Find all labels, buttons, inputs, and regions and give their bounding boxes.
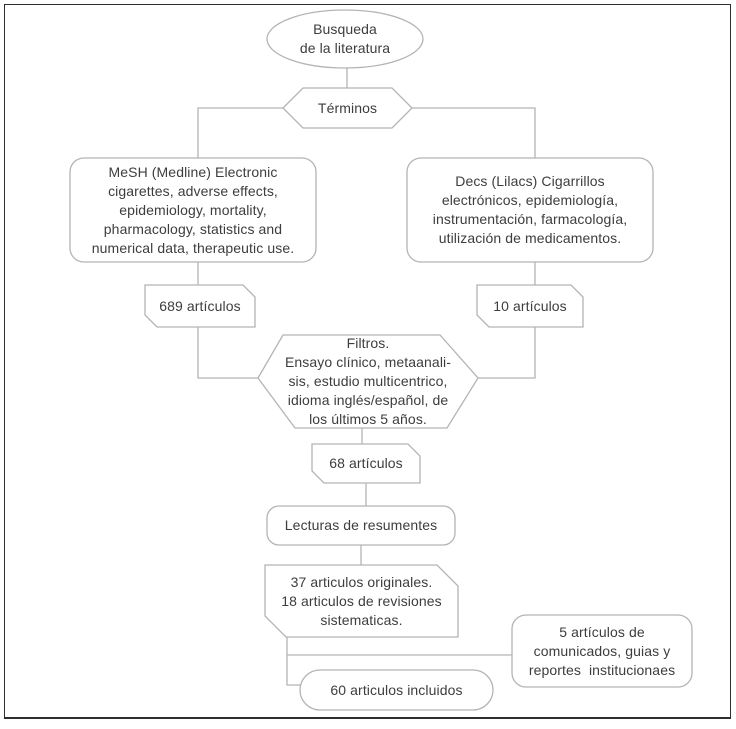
terms-node-label: Términos [317,99,378,116]
abstract-reading-label: Lecturas de resumentes [284,517,438,533]
connector-lines [197,68,536,686]
connector-terms-to-decs [412,107,536,162]
connector-terms-to-mesh [197,107,283,162]
decs-node-label: Decs (Lilacs) Cigarrillos electrónicos, … [432,173,628,246]
filters-node-label: Filtros. Ensayo clínico, metaanali- sis,… [284,335,451,427]
mesh-count-label: 689 artículos [159,297,241,314]
terms-hexagon-shape [282,87,413,129]
mesh-count-card-shape [144,284,256,328]
start-terminator-shape [266,9,424,69]
abstract-reading-box-shape [266,505,456,546]
institutional-articles-label: 5 artículos de comunicados, guias y repo… [528,623,676,678]
connector-selected-to-included [286,636,302,686]
selected-articles-label: 37 articulos originales. 18 articulos de… [281,573,442,628]
selected-articles-card-shape [264,564,459,638]
included-articles-label: 60 articulos incluidos [330,681,463,698]
filtered-count-label: 68 artículos [329,455,403,471]
filters-hexagon-shape [257,334,479,429]
start-node-label: Busqueda de la literatura [299,21,391,56]
mesh-box-shape [69,157,317,263]
filtered-count-card-shape [311,443,421,484]
decs-count-card-shape [476,284,584,328]
decs-box-shape [406,157,654,263]
institutional-box-shape [511,614,693,688]
connector-10-to-filters [476,325,536,379]
node-shapes [69,9,693,711]
included-terminator-shape [299,669,494,711]
mesh-node-label: MeSH (Medline) Electronic cigarettes, ad… [91,163,295,256]
connector-689-to-filters [197,325,260,379]
decs-count-label: 10 artículos [493,297,567,314]
